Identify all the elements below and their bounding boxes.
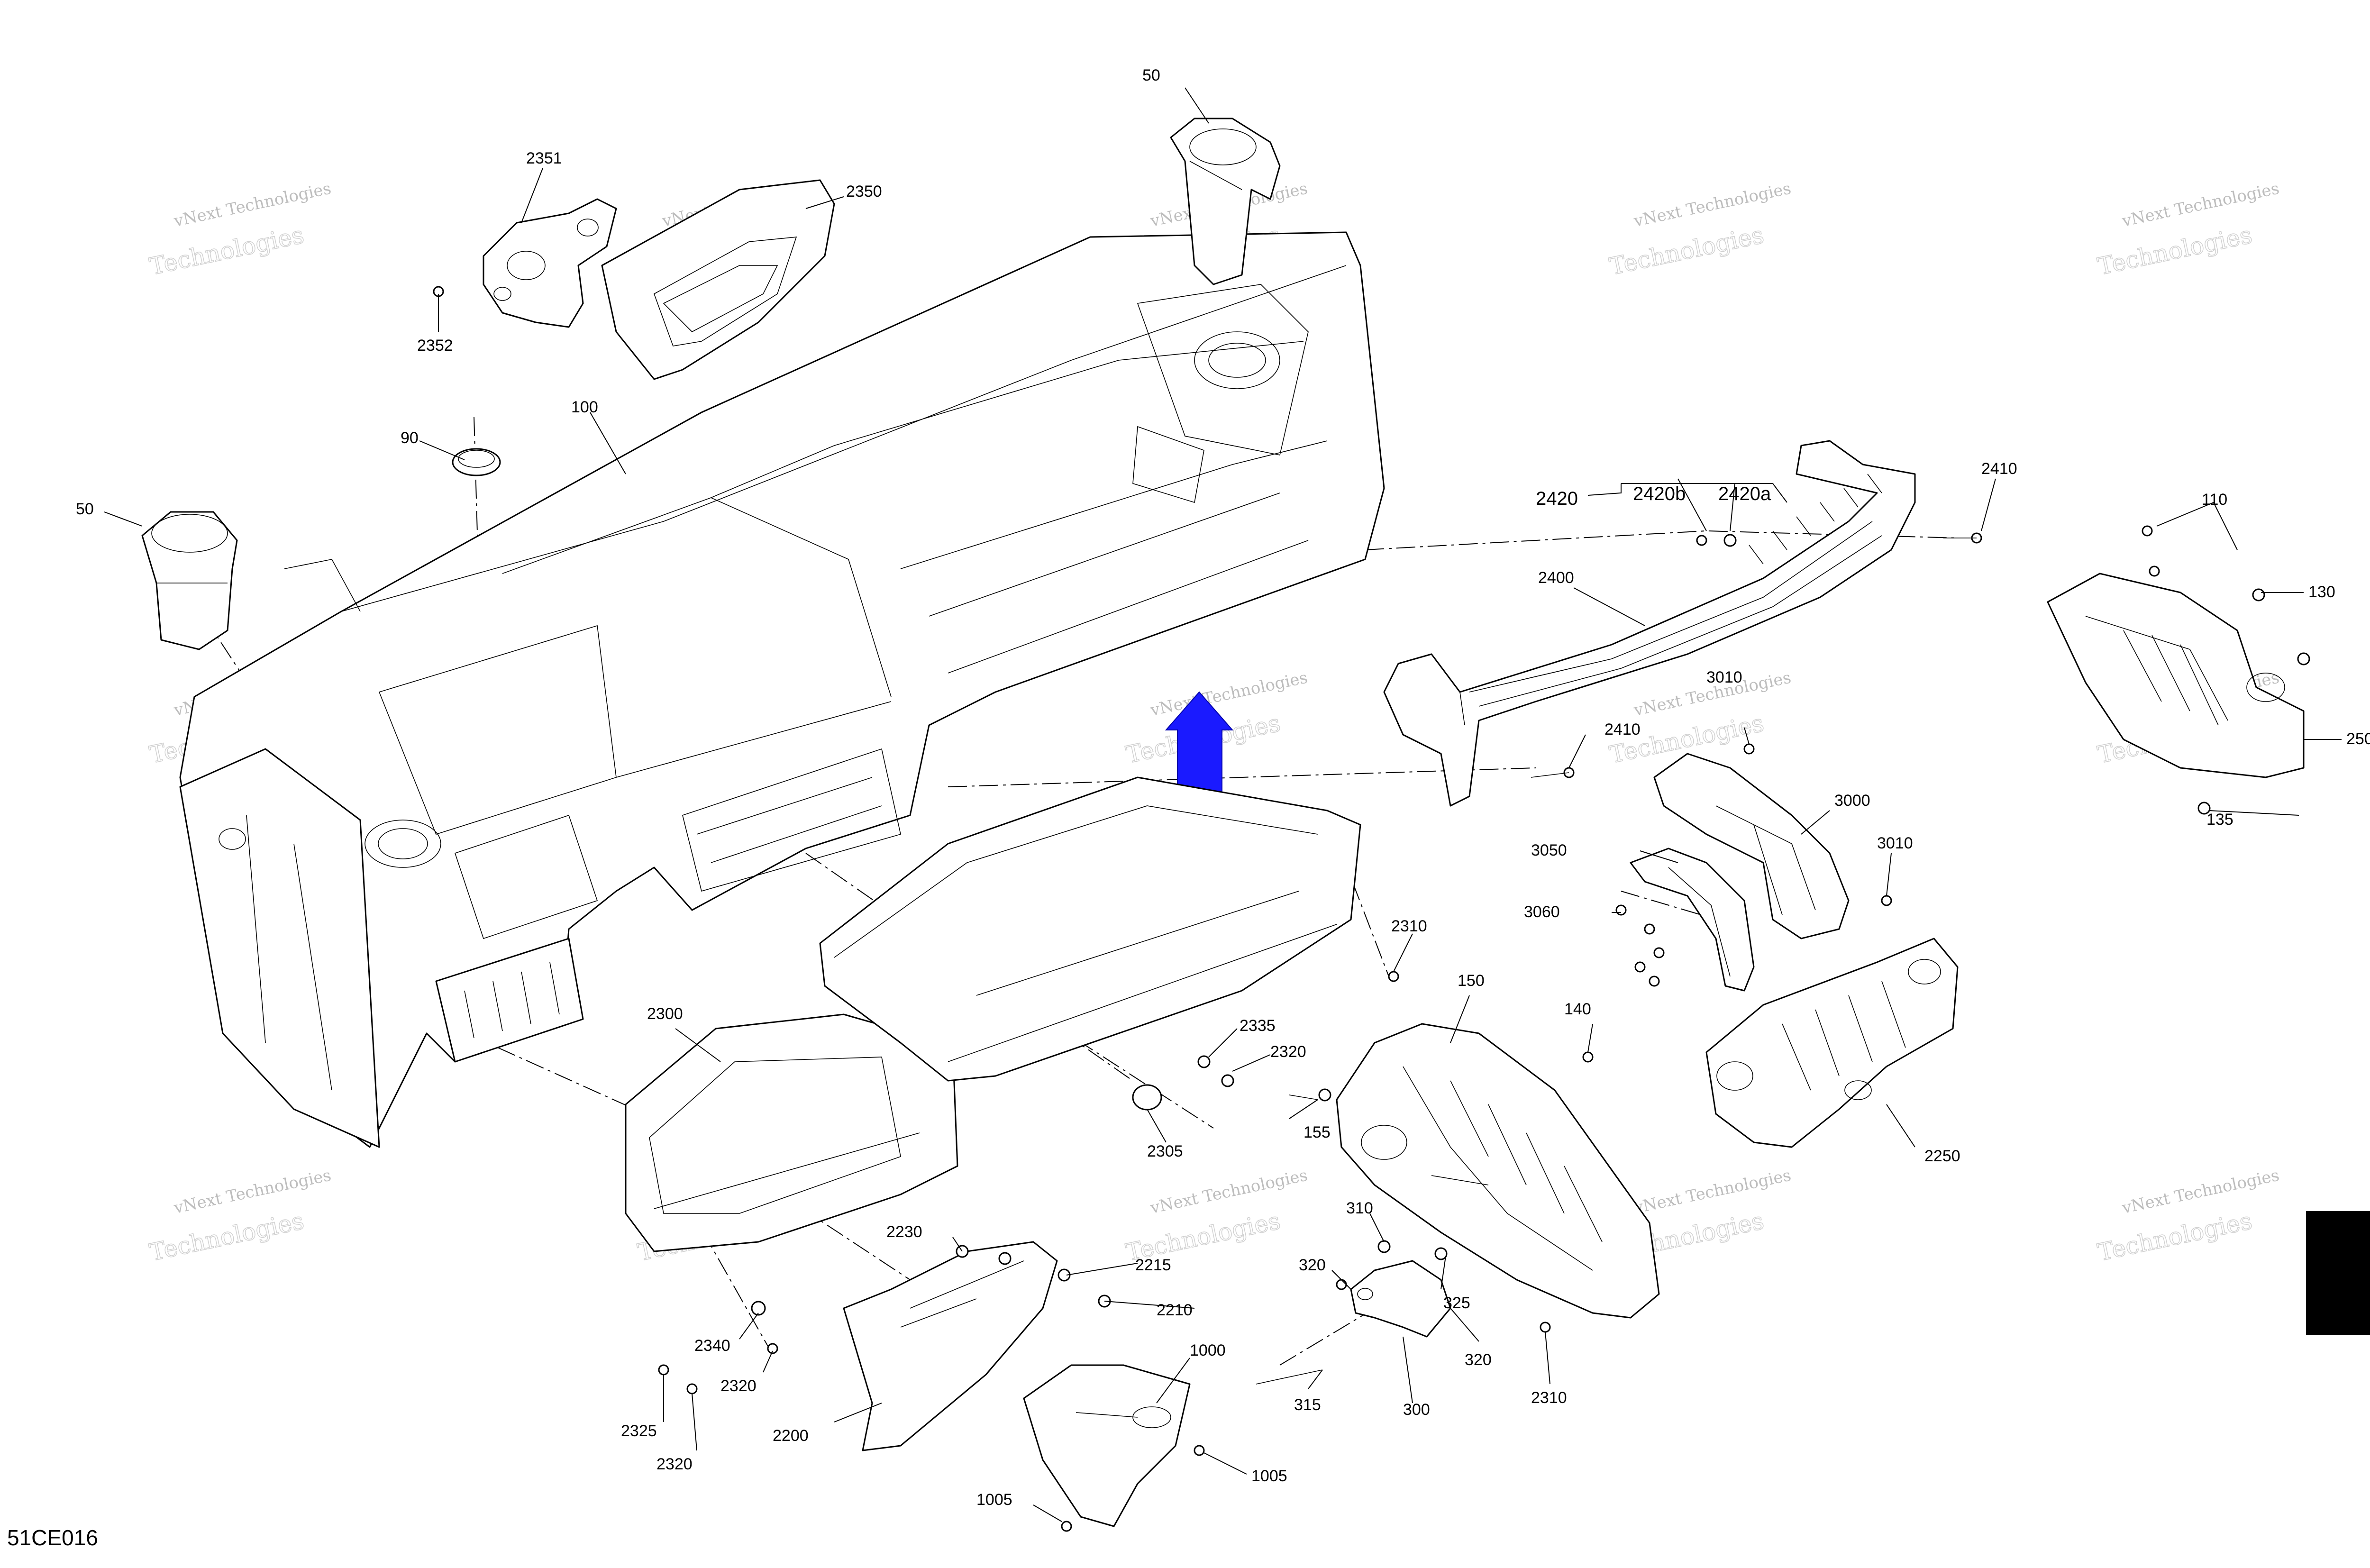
callout-3010-top: 3010 — [1706, 668, 1742, 686]
diagram-code: 51CE016 — [7, 1525, 98, 1550]
callout-1000: 1000 — [1190, 1341, 1226, 1359]
svg-text:Technologies: Technologies — [1607, 221, 1766, 281]
leader-lines — [104, 87, 2342, 1522]
cup-holder-50-left — [141, 511, 238, 650]
callout-2215: 2215 — [1135, 1256, 1171, 1274]
latch-300 — [1350, 1260, 1451, 1338]
callout-320-a: 320 — [1299, 1256, 1326, 1274]
callout-3050: 3050 — [1531, 841, 1567, 859]
callout-2250: 2250 — [1924, 1147, 1960, 1165]
callout-2420b: 2420b — [1633, 483, 1686, 504]
callout-2320-c: 2320 — [656, 1455, 693, 1473]
callout-50-left: 50 — [76, 500, 94, 518]
svg-text:vNext Technologies: vNext Technologies — [1632, 179, 1793, 231]
watermark-bot-3: vNext Technologies Technologies — [1123, 1166, 1310, 1267]
svg-text:vNext Technologies: vNext Technologies — [172, 1166, 333, 1218]
callout-2320-b: 2320 — [720, 1377, 757, 1395]
callout-1005-left: 1005 — [976, 1491, 1012, 1509]
callout-300: 300 — [1403, 1401, 1430, 1419]
callout-2310-mid: 2310 — [1391, 917, 1427, 935]
cup-holder-50-top — [1170, 118, 1281, 285]
callout-325: 325 — [1443, 1294, 1470, 1312]
svg-text:vNext Technologies: vNext Technologies — [1149, 1166, 1310, 1218]
svg-text:Technologies: Technologies — [147, 221, 306, 281]
bracket-3050 — [1630, 848, 1755, 992]
glovebox-lid-2200 — [843, 1241, 1058, 1451]
callout-2305: 2305 — [1147, 1142, 1183, 1160]
housing-3000 — [1653, 753, 1850, 939]
watermark-bot-1: vNext Technologies Technologies — [147, 1166, 333, 1267]
watermark-top-4: vNext Technologies Technologies — [1607, 179, 1793, 281]
callout-150: 150 — [1458, 972, 1485, 990]
bracket-150 — [1336, 1023, 1660, 1319]
callout-2300: 2300 — [647, 1005, 683, 1023]
svg-text:Technologies: Technologies — [147, 1207, 306, 1267]
support-beam-2400 — [1383, 440, 1916, 807]
callout-2410-top: 2410 — [1981, 460, 2017, 478]
svg-text:vNext Technologies: vNext Technologies — [1632, 1166, 1793, 1218]
callout-3060: 3060 — [1524, 903, 1560, 921]
callout-labels: 50 2351 2350 2352 100 90 50 2420 2420b 2… — [76, 66, 2370, 1509]
callout-310: 310 — [1346, 1199, 1373, 1217]
watermark-bot-5: vNext Technologies Technologies — [2095, 1166, 2281, 1267]
watermark-top-5: vNext Technologies Technologies — [2095, 179, 2281, 281]
bracket-2351 — [483, 198, 617, 328]
callout-2400: 2400 — [1538, 569, 1574, 587]
svg-text:vNext Technologies: vNext Technologies — [2120, 1166, 2281, 1218]
callout-110: 110 — [2202, 491, 2227, 509]
watermark-top-1: vNext Technologies Technologies — [147, 179, 333, 281]
callout-2420: 2420 — [1536, 488, 1578, 509]
callout-2351: 2351 — [526, 149, 562, 167]
callout-90: 90 — [401, 429, 419, 447]
svg-text:vNext Technologies: vNext Technologies — [172, 179, 333, 231]
callout-2200: 2200 — [773, 1427, 809, 1445]
vent-panel-2250 — [1705, 938, 1959, 1148]
callout-2410-mid: 2410 — [1604, 720, 1641, 738]
callout-2352: 2352 — [417, 337, 453, 355]
callout-2230: 2230 — [886, 1223, 922, 1241]
svg-text:vNext Technologies: vNext Technologies — [1149, 668, 1310, 720]
callout-2210: 2210 — [1157, 1301, 1193, 1319]
callout-315: 315 — [1294, 1396, 1321, 1414]
callout-2335: 2335 — [1240, 1017, 1276, 1035]
callout-50-top: 50 — [1142, 66, 1160, 84]
callout-2325: 2325 — [621, 1422, 657, 1440]
cover-1000 — [1023, 1364, 1191, 1527]
callout-2340: 2340 — [694, 1337, 730, 1355]
callout-2310-bot: 2310 — [1531, 1389, 1567, 1407]
callout-135: 135 — [2206, 811, 2233, 829]
callout-320-b: 320 — [1465, 1351, 1492, 1369]
instrument-cluster-2350 — [601, 179, 835, 380]
callout-1005-right: 1005 — [1251, 1467, 1287, 1485]
svg-text:Technologies: Technologies — [2095, 1207, 2254, 1267]
callout-155: 155 — [1304, 1123, 1331, 1141]
watermark-mid-4: vNext Technologies Technologies — [1607, 668, 1793, 769]
callout-2320-a: 2320 — [1270, 1043, 1306, 1061]
callout-100: 100 — [571, 398, 598, 416]
callout-3010-right: 3010 — [1877, 834, 1913, 852]
callout-2350: 2350 — [846, 182, 882, 201]
callout-3000: 3000 — [1834, 792, 1870, 810]
callout-130: 130 — [2308, 583, 2335, 601]
lower-tray-2300 — [625, 1013, 958, 1252]
svg-text:Technologies: Technologies — [2095, 221, 2254, 281]
glovebox-base — [819, 776, 1361, 1082]
dashboard-main-100 — [179, 231, 1385, 1148]
section-tab — [2306, 1211, 2370, 1335]
svg-text:vNext Technologies: vNext Technologies — [2120, 179, 2281, 231]
small-fasteners — [433, 286, 2310, 1532]
plug-90 — [452, 448, 501, 476]
callout-2420a: 2420a — [1718, 483, 1771, 504]
callout-250: 250 — [2346, 730, 2370, 748]
callout-140: 140 — [1564, 1000, 1591, 1018]
